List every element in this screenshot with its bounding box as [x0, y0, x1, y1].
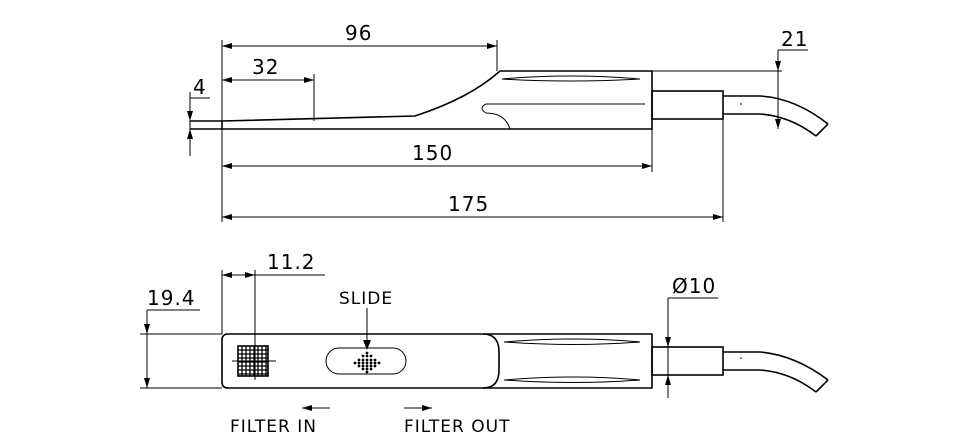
filter-in-label: FILTER IN	[230, 417, 317, 437]
filter-out-label: FILTER OUT	[404, 417, 510, 437]
dim-32-arrow-left	[222, 77, 232, 83]
dim-19-4-arrow-top	[144, 324, 150, 334]
dim-19-4-label: 19.4	[147, 286, 196, 310]
top-view-groove-bottom	[503, 376, 641, 383]
dim-32-arrow-right	[304, 77, 314, 83]
dim-4-arrow-top	[187, 111, 193, 121]
dim-21-arrow-bottom	[775, 119, 781, 129]
dim-96-arrow-right	[487, 43, 497, 49]
dim-96-arrow-left	[222, 43, 232, 49]
dim-11-2-arrow-left	[222, 272, 232, 278]
dim-32-label: 32	[252, 55, 279, 79]
slide-label: SLIDE	[339, 289, 393, 309]
dim-21-label: 21	[781, 27, 808, 51]
dim-11-2-label: 11.2	[267, 250, 316, 274]
dim-150-arrow-right	[642, 163, 652, 169]
top-view-strain-relief	[651, 346, 724, 376]
side-view-strain-relief	[651, 90, 724, 120]
top-view-groove-top	[503, 338, 641, 345]
dim-21-arrow-top	[775, 61, 781, 71]
dim-175-arrow-left	[222, 214, 232, 220]
dim-dia-label: Ø10	[672, 274, 716, 298]
slide-pointer-arrow	[363, 340, 371, 350]
dim-175-label: 175	[448, 192, 489, 216]
dim-19-4-arrow-bottom	[144, 378, 150, 388]
dim-dia-arrow-top	[665, 337, 671, 347]
top-view-cable-curve	[759, 351, 829, 393]
dim-150-label: 150	[412, 141, 453, 165]
dim-96-label: 96	[345, 21, 372, 45]
side-view-groove-top	[501, 75, 641, 82]
dim-dia-arrow-bottom	[665, 375, 671, 385]
side-view-slot	[481, 103, 645, 130]
filter-in-arrow-head	[302, 405, 312, 411]
top-view: SLIDE 11.2 19.4 Ø10 FILTER IN	[140, 250, 829, 437]
side-view: 96 32 4 21 150 175	[187, 21, 829, 222]
slide-slot[interactable]	[325, 347, 407, 375]
side-view-cable-curve	[759, 95, 829, 137]
dim-4-label: 4	[193, 75, 207, 99]
side-view-body-outline	[221, 70, 653, 130]
dim-150-arrow-left	[222, 163, 232, 169]
slide-knob-dots	[353, 351, 381, 374]
dim-11-2-arrow-right	[245, 272, 255, 278]
dim-4-arrow-bottom	[187, 129, 193, 139]
filter-out-arrow-head	[422, 405, 432, 411]
dim-175-arrow-right	[713, 214, 723, 220]
